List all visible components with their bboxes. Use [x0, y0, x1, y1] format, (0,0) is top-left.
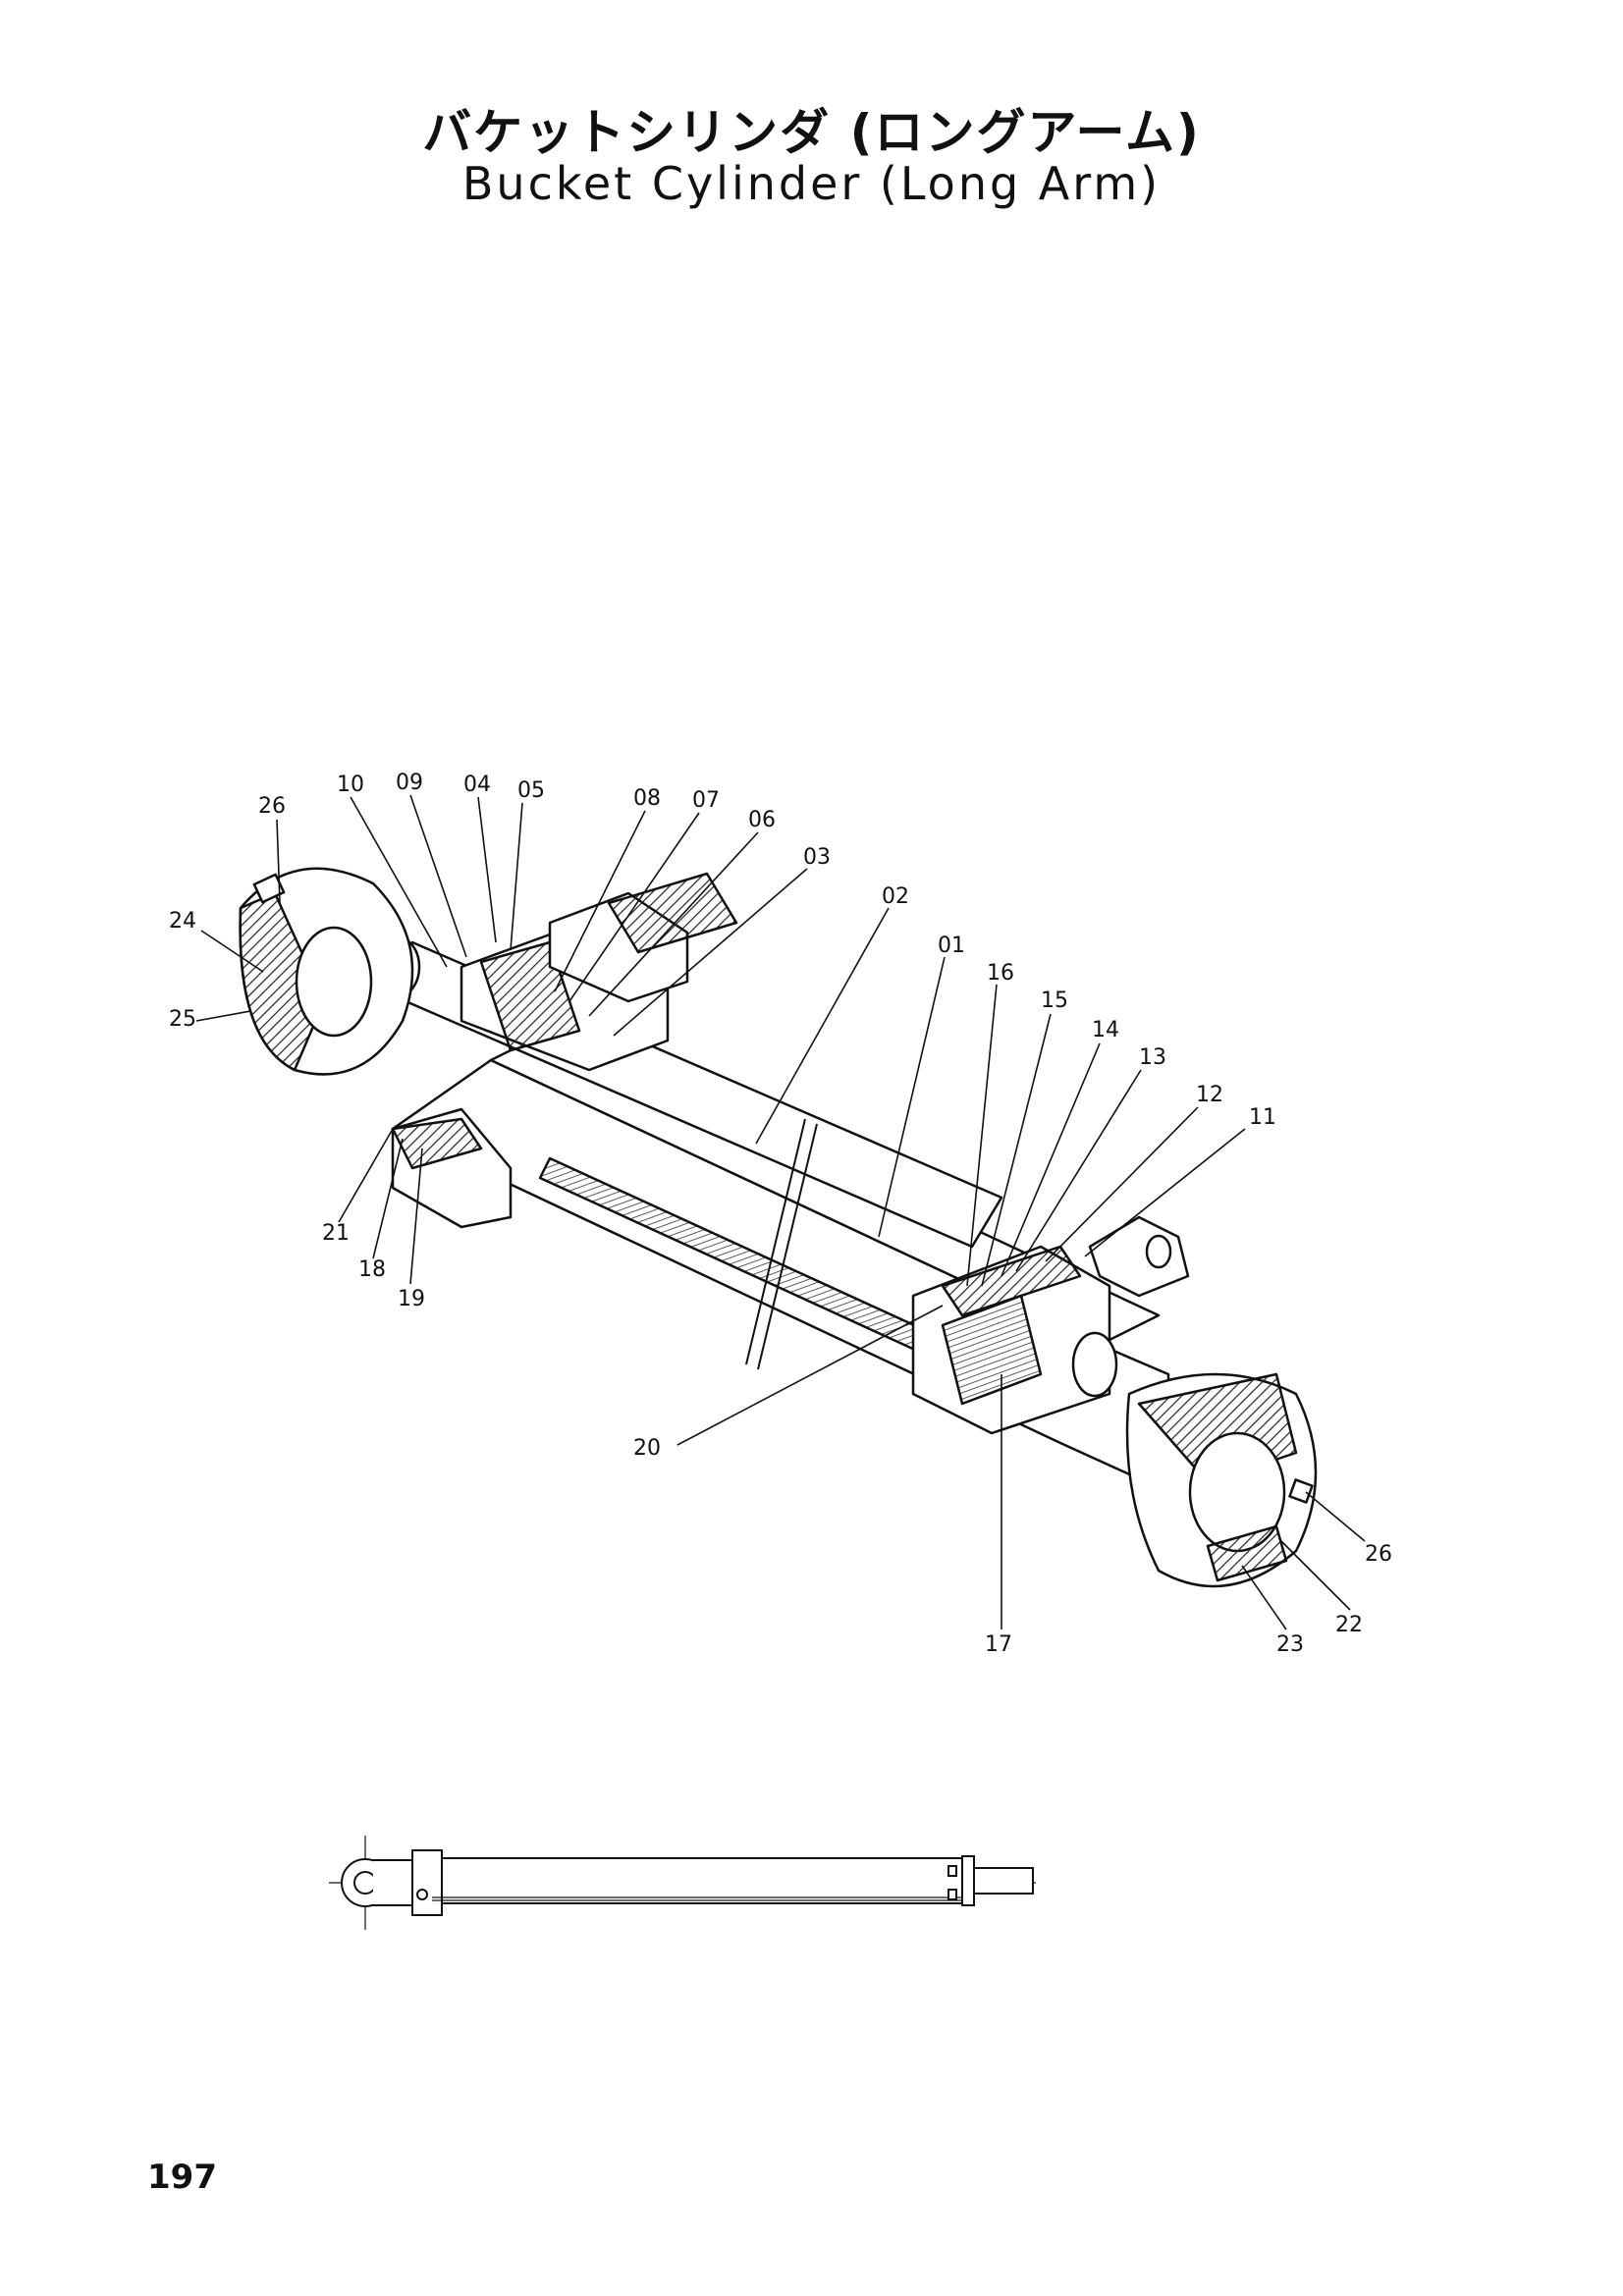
page-number: 197 — [147, 2158, 217, 2197]
callout-13: 13 — [1139, 1045, 1166, 1070]
callout-12: 12 — [1196, 1083, 1223, 1107]
callout-06: 06 — [748, 808, 776, 832]
callout-04: 04 — [463, 773, 491, 797]
port-hole — [1145, 1234, 1172, 1269]
page-title-japanese: バケットシリンダ (ロングアーム) — [422, 104, 1201, 161]
callout-20: 20 — [633, 1436, 661, 1461]
callout-26-bottom-end: 26 — [1365, 1542, 1392, 1567]
break-mark-2 — [757, 1123, 818, 1370]
callout-11: 11 — [1249, 1105, 1276, 1130]
piston-nut-end — [1071, 1331, 1118, 1398]
callout-19: 19 — [398, 1287, 425, 1311]
tube-head-flange-section — [391, 1117, 483, 1170]
head-port-boss — [607, 872, 738, 954]
callout-21: 21 — [322, 1221, 350, 1246]
cylinder-outline-view — [329, 1836, 1036, 1930]
callout-26-rod-end: 26 — [258, 794, 286, 819]
callout-14: 14 — [1092, 1018, 1119, 1042]
callout-15: 15 — [1041, 988, 1068, 1013]
callout-22: 22 — [1335, 1613, 1363, 1637]
callout-10: 10 — [337, 773, 364, 797]
callout-08: 08 — [633, 786, 661, 811]
rod-eye-section — [239, 891, 326, 1072]
bottom-eye-bushing-section — [1206, 1524, 1288, 1582]
callout-05: 05 — [517, 778, 545, 803]
callout-03: 03 — [803, 845, 831, 870]
page-title-english: Bucket Cylinder (Long Arm) — [461, 157, 1162, 210]
callout-09: 09 — [396, 771, 423, 795]
callout-07: 07 — [692, 788, 720, 813]
rod-eye-bore — [295, 926, 373, 1038]
callout-24: 24 — [169, 909, 196, 934]
callout-16: 16 — [987, 961, 1014, 986]
callout-23: 23 — [1276, 1632, 1304, 1657]
callout-01: 01 — [938, 934, 965, 958]
piston-seals-section — [941, 1245, 1082, 1317]
callout-25: 25 — [169, 1007, 196, 1032]
callout-17: 17 — [985, 1632, 1012, 1657]
callout-02: 02 — [882, 884, 909, 909]
callout-18: 18 — [358, 1257, 386, 1282]
break-mark-1 — [745, 1118, 806, 1365]
